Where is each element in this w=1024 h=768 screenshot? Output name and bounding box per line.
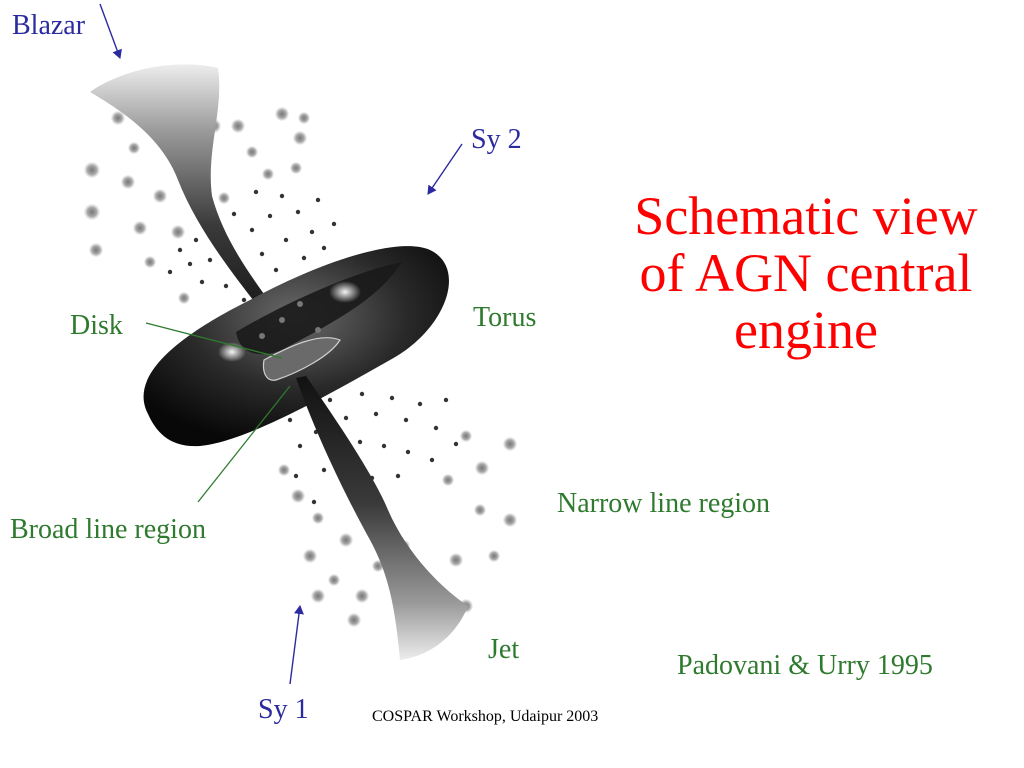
disk-pointer-line bbox=[145, 322, 283, 359]
narrow-line-region-clouds bbox=[84, 107, 517, 627]
title-line-2: of AGN central bbox=[639, 243, 973, 304]
blazar-arrow bbox=[99, 3, 122, 59]
blr-pointer-line bbox=[197, 385, 291, 503]
label-sy1: Sy 1 bbox=[258, 694, 309, 725]
label-blazar: Blazar bbox=[12, 10, 86, 41]
label-jet: Jet bbox=[488, 634, 520, 665]
slide-title: Schematic view of AGN central engine bbox=[600, 186, 1012, 361]
credit-citation: Padovani & Urry 1995 bbox=[677, 650, 933, 681]
sy2-arrow bbox=[427, 143, 463, 195]
label-sy2: Sy 2 bbox=[471, 124, 522, 155]
label-broad-line-region: Broad line region bbox=[10, 514, 206, 545]
label-narrow-line-region: Narrow line region bbox=[557, 488, 771, 519]
jet-upper bbox=[90, 64, 290, 333]
title-line-3: engine bbox=[734, 300, 878, 361]
label-disk: Disk bbox=[70, 310, 123, 341]
sy1-arrow bbox=[289, 605, 304, 685]
title-line-1: Schematic view bbox=[634, 186, 978, 246]
accretion-disk bbox=[262, 337, 341, 381]
jet-lower bbox=[296, 376, 468, 660]
label-torus: Torus bbox=[473, 302, 537, 333]
slide-footer: COSPAR Workshop, Udaipur 2003 bbox=[372, 708, 599, 725]
